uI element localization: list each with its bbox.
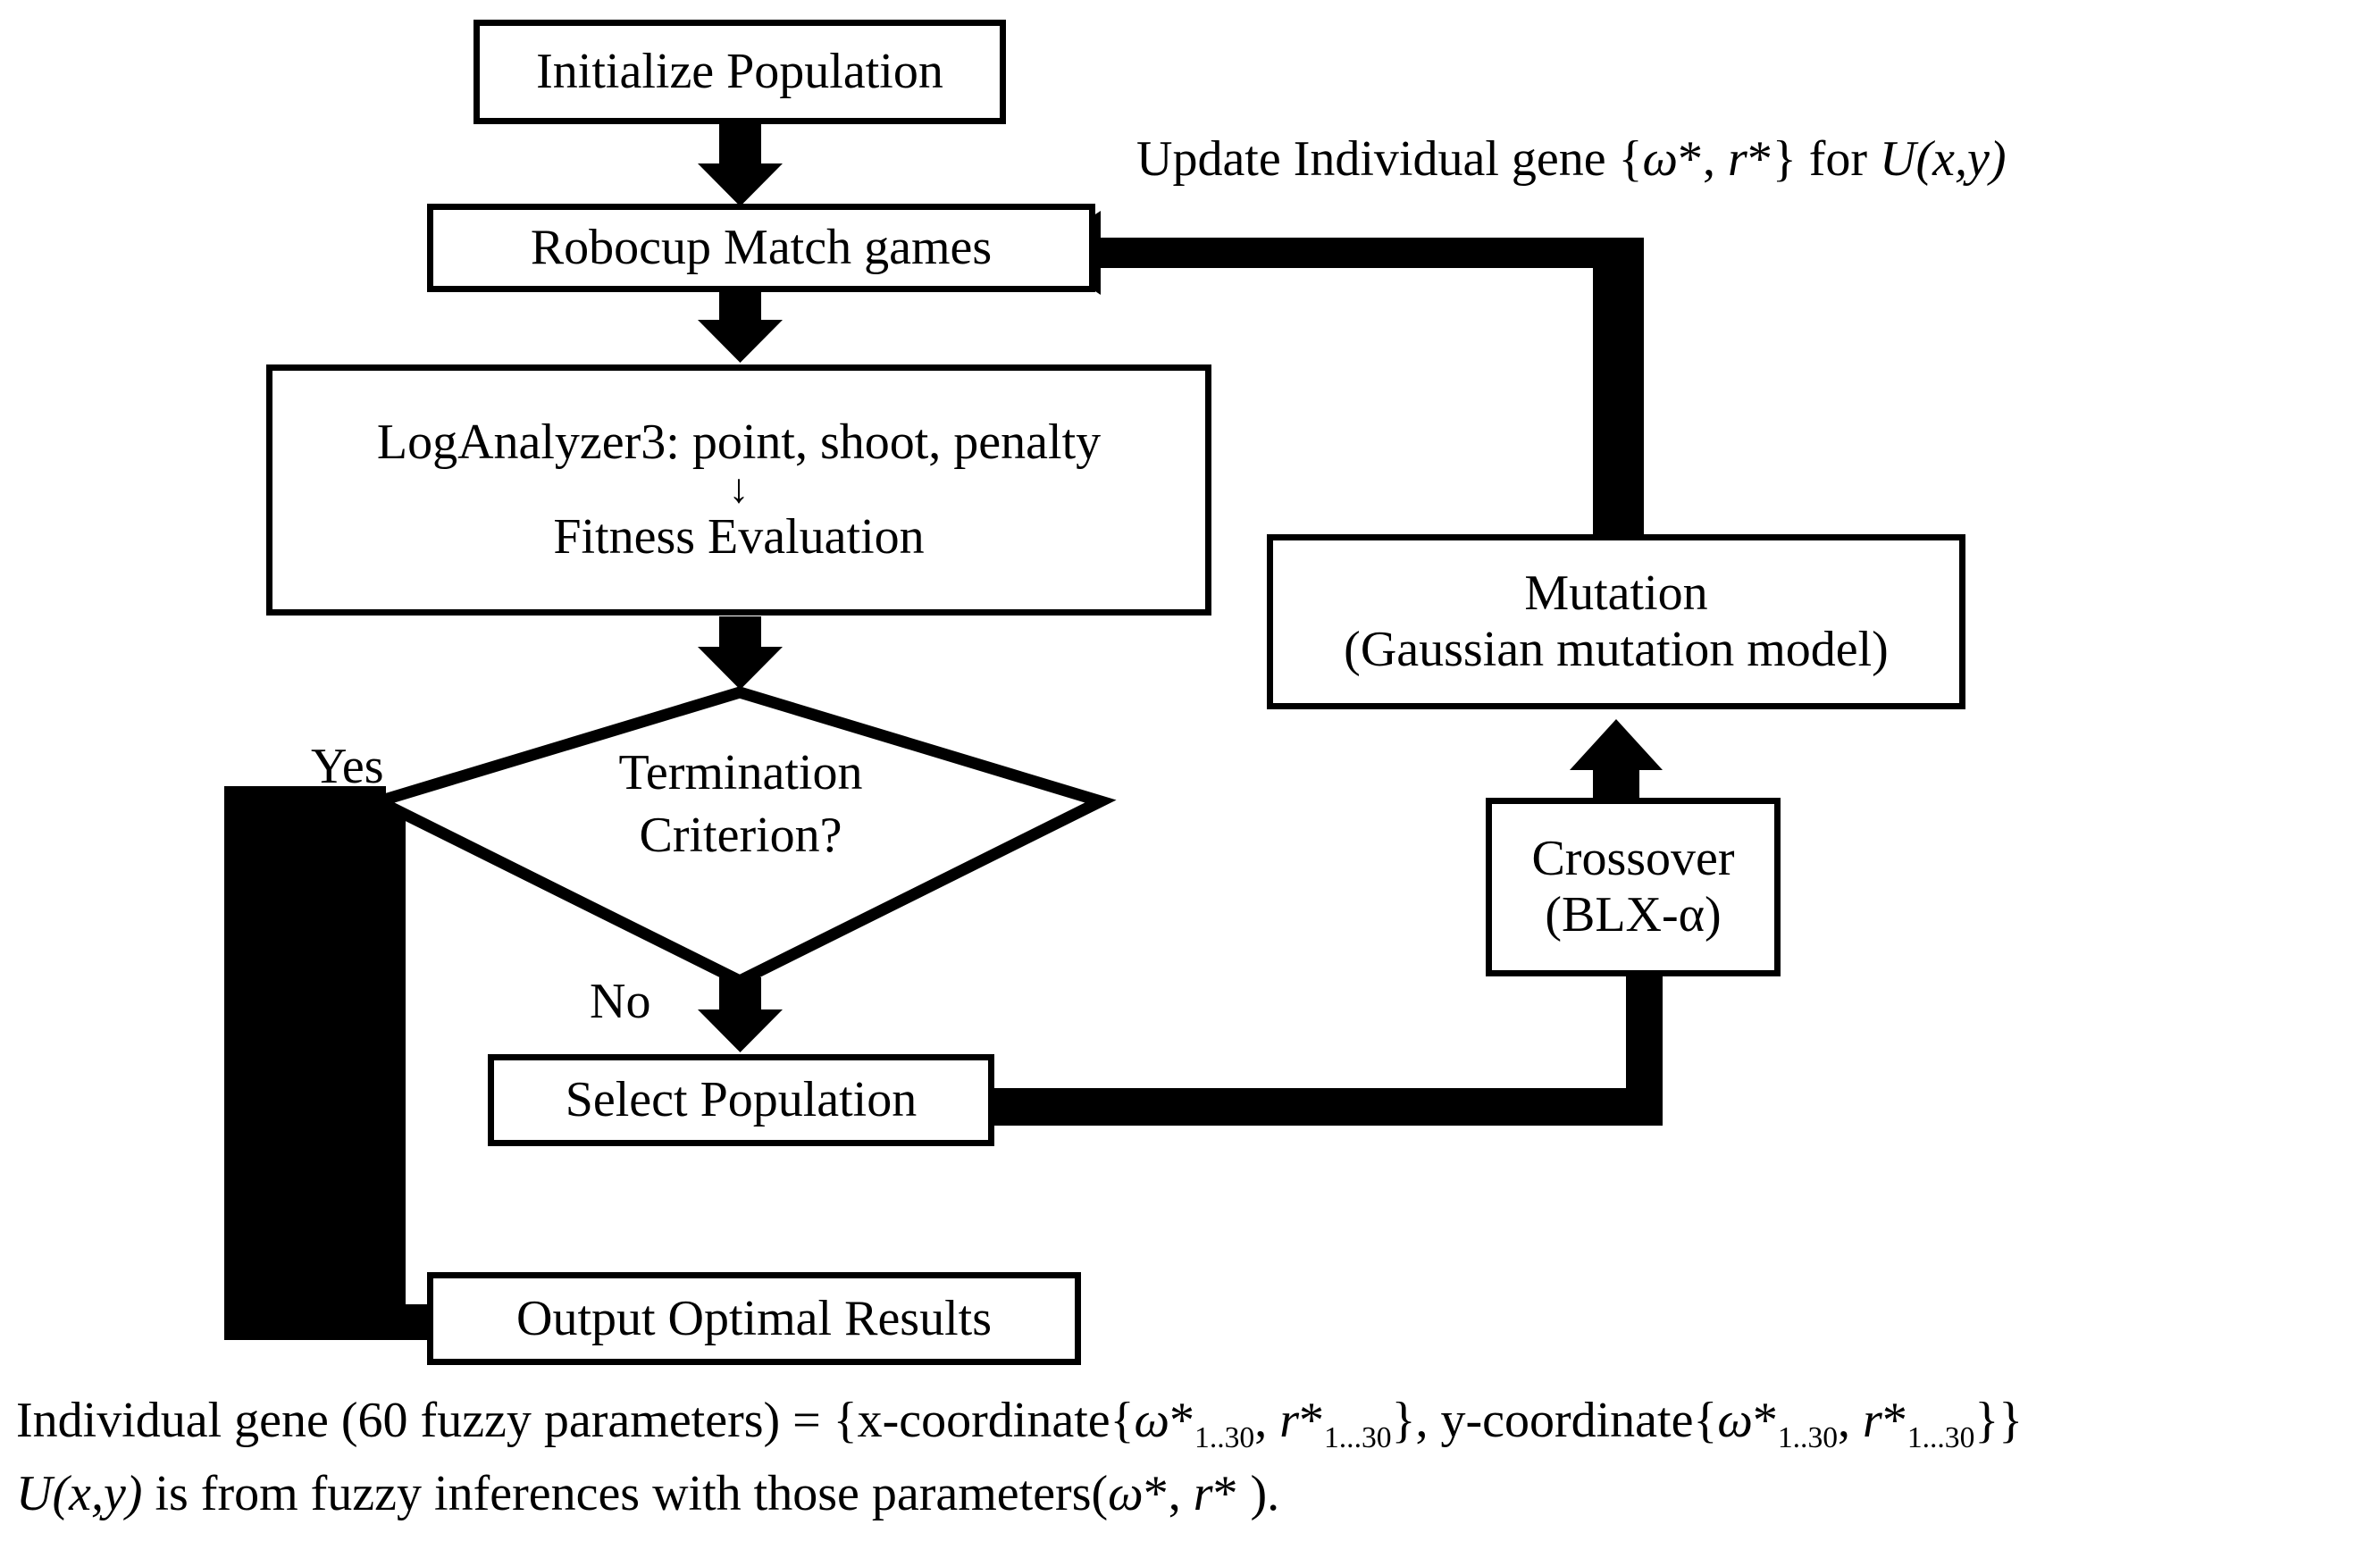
node-mutation-line1: Mutation (1524, 565, 1708, 622)
arrow-termination-yes-to-output (224, 786, 554, 1361)
node-output-optimal-results[interactable]: Output Optimal Results (427, 1272, 1081, 1365)
arrow-select-population-to-crossover (994, 841, 1683, 1126)
edge-label-yes: Yes (311, 741, 383, 792)
node-fitness-evaluation-label: Fitness Evaluation (553, 508, 925, 565)
node-loganalyzer-line1: LogAnalyzer3: point, shoot, penalty (376, 415, 1102, 471)
caption1-r-1: r (1279, 1393, 1299, 1448)
caption2-omega: ω (1108, 1466, 1144, 1521)
edge-label-no: No (590, 976, 650, 1026)
edge-label-no-text: No (590, 974, 651, 1029)
node-initialize-population-label: Initialize Population (536, 44, 943, 100)
caption1-b: , (1254, 1393, 1280, 1448)
caption-line-2: U(x,y) is from fuzzy inferences with tho… (16, 1469, 1279, 1519)
node-crossover[interactable]: Crossover (BLX-α) (1486, 798, 1781, 976)
arrow-loganalyzer-to-termination (698, 616, 783, 690)
caption1-star-1: * (1169, 1393, 1195, 1448)
caption-line-1: Individual gene (60 fuzzy parameters) = … (16, 1395, 2023, 1453)
node-termination-criterion-line2: Criterion? (639, 808, 842, 863)
caption2-r: r (1193, 1466, 1213, 1521)
annotation-omega-symbol: ω (1642, 131, 1679, 187)
caption1-star-4: * (1881, 1393, 1907, 1448)
caption2-star-2: * (1212, 1466, 1238, 1521)
caption1-omega-1: ω (1134, 1393, 1170, 1448)
caption1-sub-2: 1...30 (1324, 1421, 1392, 1455)
caption1-a: Individual gene (60 fuzzy parameters) = … (16, 1393, 1135, 1448)
caption1-r-2: r (1863, 1393, 1882, 1448)
arrow-initialize-to-robocup (698, 121, 783, 206)
arrow-termination-no-to-select-population (698, 977, 783, 1052)
caption1-c: }, y-coordinate{ (1391, 1393, 1718, 1448)
caption1-e: }} (1974, 1393, 2024, 1448)
annotation-update-prefix: Update Individual gene { (1136, 131, 1643, 187)
caption1-sub-1: 1..30 (1194, 1421, 1255, 1455)
termination-diamond-shape (363, 686, 1117, 988)
annotation-star-2: * (1747, 131, 1772, 187)
annotation-u-function: U(x,y) (1880, 131, 2007, 187)
node-termination-criterion-line1: Termination (618, 745, 863, 800)
down-arrow-icon: ↓ (728, 465, 750, 512)
annotation-update-mid: , (1703, 131, 1729, 187)
caption2-u-function: U(x,y) (16, 1466, 143, 1521)
annotation-update-individual-gene: Update Individual gene {ω*, r*} for U(x,… (1136, 134, 2006, 184)
node-crossover-line1: Crossover (1531, 831, 1735, 887)
node-loganalyzer-fitness[interactable]: LogAnalyzer3: point, shoot, penalty ↓ Fi… (266, 364, 1211, 616)
annotation-r-symbol: r (1728, 131, 1747, 187)
caption1-star-2: * (1299, 1393, 1324, 1448)
node-initialize-population[interactable]: Initialize Population (473, 20, 1006, 124)
arrow-robocup-to-loganalyzer (698, 284, 783, 363)
caption1-star-3: * (1752, 1393, 1778, 1448)
node-select-population[interactable]: Select Population (488, 1054, 994, 1146)
node-robocup-match-games-label: Robocup Match games (530, 220, 993, 276)
node-robocup-match-games[interactable]: Robocup Match games (427, 204, 1095, 292)
node-crossover-line2: (BLX-α) (1545, 887, 1722, 942)
node-mutation-line2: (Gaussian mutation model) (1344, 622, 1889, 677)
caption1-sub-4: 1...30 (1907, 1421, 1975, 1455)
caption2-b: , (1168, 1466, 1194, 1521)
node-output-optimal-results-label: Output Optimal Results (516, 1290, 992, 1346)
node-select-population-label: Select Population (565, 1072, 918, 1128)
caption1-sub-3: 1..30 (1777, 1421, 1839, 1455)
caption2-star-1: * (1143, 1466, 1169, 1521)
annotation-star-1: * (1678, 131, 1704, 187)
annotation-update-suffix: } for (1772, 131, 1881, 187)
caption2-a: is from fuzzy inferences with those para… (142, 1466, 1109, 1521)
caption2-c: ). (1237, 1466, 1280, 1521)
node-mutation[interactable]: Mutation (Gaussian mutation model) (1267, 534, 1965, 709)
caption1-omega-2: ω (1717, 1393, 1753, 1448)
node-termination-criterion[interactable]: Termination Criterion? (557, 733, 924, 875)
edge-label-yes-text: Yes (311, 739, 384, 794)
arrow-mutation-to-robocup (1036, 211, 1644, 534)
caption1-d: , (1838, 1393, 1864, 1448)
